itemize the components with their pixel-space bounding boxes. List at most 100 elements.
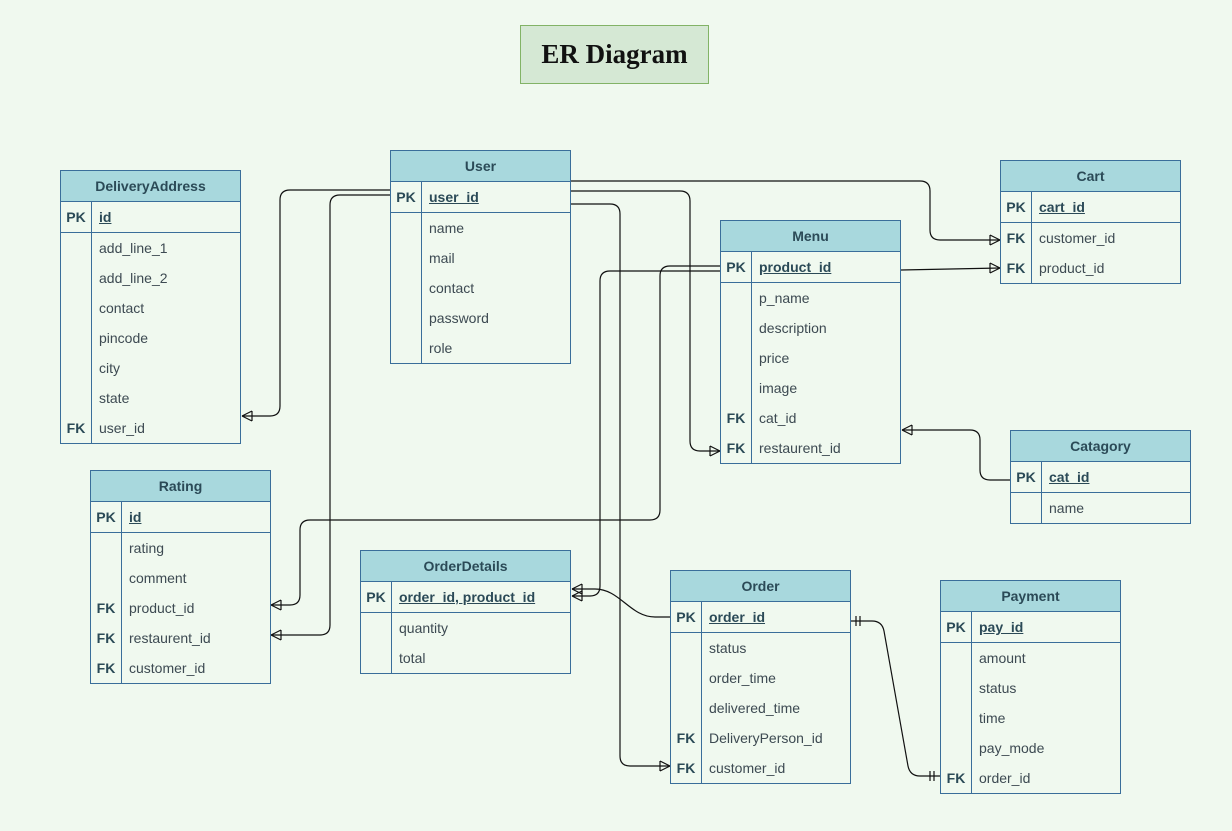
attribute-name: description — [759, 320, 827, 336]
attribute-key — [361, 613, 392, 643]
attribute-name: customer_id — [1039, 230, 1116, 246]
attribute-row: name — [391, 213, 570, 243]
attribute-name: city — [99, 360, 120, 376]
attribute-row: PK cat_id — [1011, 462, 1190, 493]
attribute-name: role — [429, 340, 453, 356]
attribute-name: rating — [129, 540, 165, 556]
attribute-row: add_line_2 — [61, 263, 240, 293]
attribute-key: FK — [61, 413, 92, 443]
rel-order-payment — [851, 620, 940, 777]
attribute-row: price — [721, 343, 900, 373]
attribute-row: description — [721, 313, 900, 343]
attribute-name: password — [429, 310, 489, 326]
entity-header: DeliveryAddress — [61, 171, 240, 202]
attribute-key — [941, 733, 972, 763]
attribute-row: pincode — [61, 323, 240, 353]
attribute-name: amount — [979, 650, 1026, 666]
attribute-key — [671, 693, 702, 723]
attribute-row: PK order_id — [671, 602, 850, 633]
attribute-key — [61, 233, 92, 263]
attribute-key: FK — [671, 753, 702, 783]
attribute-row: status — [671, 633, 850, 663]
entity-header: Cart — [1001, 161, 1180, 192]
attribute-row: p_name — [721, 283, 900, 313]
attribute-key: PK — [391, 182, 422, 212]
attribute-row: status — [941, 673, 1120, 703]
attribute-name: pay_mode — [979, 740, 1045, 756]
attribute-name: id — [129, 509, 142, 525]
attribute-name: mail — [429, 250, 455, 266]
rel-user-deliveryaddress — [242, 189, 390, 417]
attribute-name: restaurent_id — [129, 630, 211, 646]
attribute-key — [721, 373, 752, 403]
rel-user-order — [571, 203, 670, 767]
entity-header: OrderDetails — [361, 551, 570, 582]
attribute-row: contact — [61, 293, 240, 323]
attribute-name: name — [1049, 500, 1085, 516]
attribute-key: PK — [91, 502, 122, 532]
attribute-name: cat_id — [1049, 469, 1090, 485]
attribute-key — [61, 383, 92, 413]
attribute-key: FK — [1001, 253, 1032, 283]
attribute-key: FK — [91, 653, 122, 683]
attribute-key — [721, 283, 752, 313]
attribute-name: quantity — [399, 620, 449, 636]
attribute-row: add_line_1 — [61, 233, 240, 263]
attribute-name: order_id — [709, 609, 766, 625]
attribute-key — [1011, 493, 1042, 523]
attribute-key — [61, 353, 92, 383]
attribute-key — [91, 533, 122, 563]
attribute-key — [941, 673, 972, 703]
attribute-key — [671, 663, 702, 693]
attribute-row: amount — [941, 643, 1120, 673]
attribute-name: state — [99, 390, 130, 406]
attribute-row: time — [941, 703, 1120, 733]
attribute-row: comment — [91, 563, 270, 593]
attribute-key: PK — [721, 252, 752, 282]
attribute-row: total — [361, 643, 570, 673]
attribute-key: PK — [1011, 462, 1042, 492]
attribute-key — [721, 343, 752, 373]
attribute-name: price — [759, 350, 790, 366]
attribute-key — [91, 563, 122, 593]
attribute-name: cart_id — [1039, 199, 1085, 215]
attribute-row: order_time — [671, 663, 850, 693]
attribute-key: FK — [941, 763, 972, 793]
attribute-row: name — [1011, 493, 1190, 523]
attribute-row: FK customer_id — [91, 653, 270, 683]
attribute-row: rating — [91, 533, 270, 563]
attribute-name: contact — [99, 300, 145, 316]
attribute-name: p_name — [759, 290, 810, 306]
attribute-name: contact — [429, 280, 475, 296]
rel-user-rating — [271, 194, 390, 636]
attribute-name: restaurent_id — [759, 440, 841, 456]
attribute-name: time — [979, 710, 1006, 726]
attribute-key: PK — [671, 602, 702, 632]
attribute-name: customer_id — [129, 660, 206, 676]
